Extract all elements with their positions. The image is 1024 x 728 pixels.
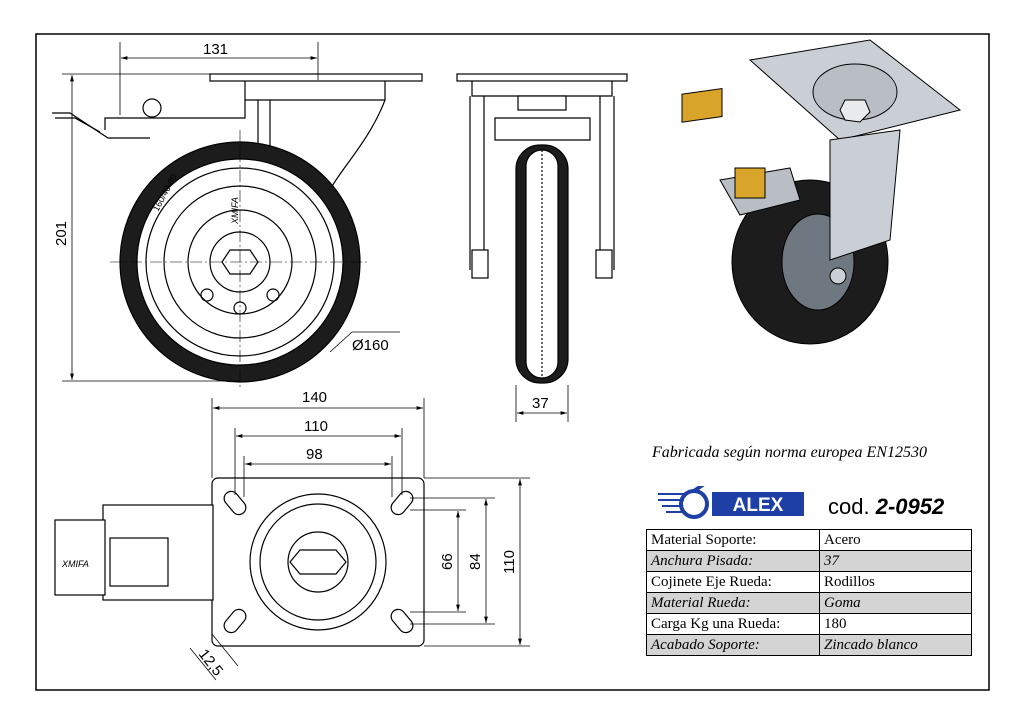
spec-label: Material Soporte: [646, 529, 820, 551]
spec-value: Goma [819, 592, 972, 614]
dim-hole-span-vertical-inner: 66 [439, 553, 456, 570]
spec-row: Cojinete Eje Rueda:Rodillos [646, 571, 972, 593]
dim-hole-span-outer: 110 [304, 418, 328, 435]
spec-row: Carga Kg una Rueda:180 [646, 613, 972, 635]
front-view-dimensions [515, 385, 569, 422]
spec-label: Material Rueda: [646, 592, 820, 614]
side-view-dimensions [62, 42, 400, 382]
spec-row: Material Rueda:Goma [646, 592, 972, 614]
spec-label: Anchura Pisada: [646, 550, 820, 572]
code-prefix: cod. [828, 494, 870, 519]
spec-label: Acabado Soporte: [646, 634, 820, 656]
dim-hole-span-vertical-outer: 84 [467, 553, 484, 570]
mounting-slots [223, 490, 414, 634]
norm-note: Fabricada según norma europea EN12530 [652, 444, 927, 461]
spec-label: Carga Kg una Rueda: [646, 613, 820, 635]
dim-tread-width: 37 [532, 395, 549, 412]
spec-label: Cojinete Eje Rueda: [646, 571, 820, 593]
brand-logo: ALEX [658, 486, 804, 519]
dim-hole-span-inner: 98 [306, 446, 323, 463]
brand-stamp-plan: XMIFA [61, 559, 89, 569]
dim-width-total: 131 [203, 41, 228, 58]
spec-row: Anchura Pisada:37 [646, 550, 972, 572]
dim-plate-height: 110 [501, 550, 518, 574]
dim-slot-width: 12,5 [195, 646, 226, 679]
spec-value: Rodillos [819, 571, 972, 593]
side-view [52, 73, 423, 390]
code-value: 2-0952 [875, 494, 945, 519]
spec-value: 180 [819, 613, 972, 635]
plan-view-dimensions [189, 398, 530, 681]
spec-table: Material Soporte:Acero Anchura Pisada:37… [646, 529, 972, 656]
spec-value: 37 [819, 550, 972, 572]
dim-wheel-diameter: Ø160 [352, 337, 389, 354]
spec-value: Acero [819, 529, 972, 551]
perspective-view [681, 39, 962, 345]
spec-value: Zincado blanco [819, 634, 972, 656]
plan-view [54, 477, 425, 647]
sheet-border [35, 33, 990, 691]
dim-plate-length: 140 [302, 389, 327, 406]
front-view [456, 73, 628, 384]
logo-swoosh-icon [658, 486, 709, 519]
dim-height-total: 201 [53, 221, 70, 246]
spec-row: Material Soporte:Acero [646, 529, 972, 551]
logo-text: ALEX [733, 495, 784, 516]
product-code: cod. 2-0952 [828, 494, 944, 520]
brand-stamp-side: XMIFA [230, 197, 240, 225]
spec-row: Acabado Soporte:Zincado blanco [646, 634, 972, 656]
